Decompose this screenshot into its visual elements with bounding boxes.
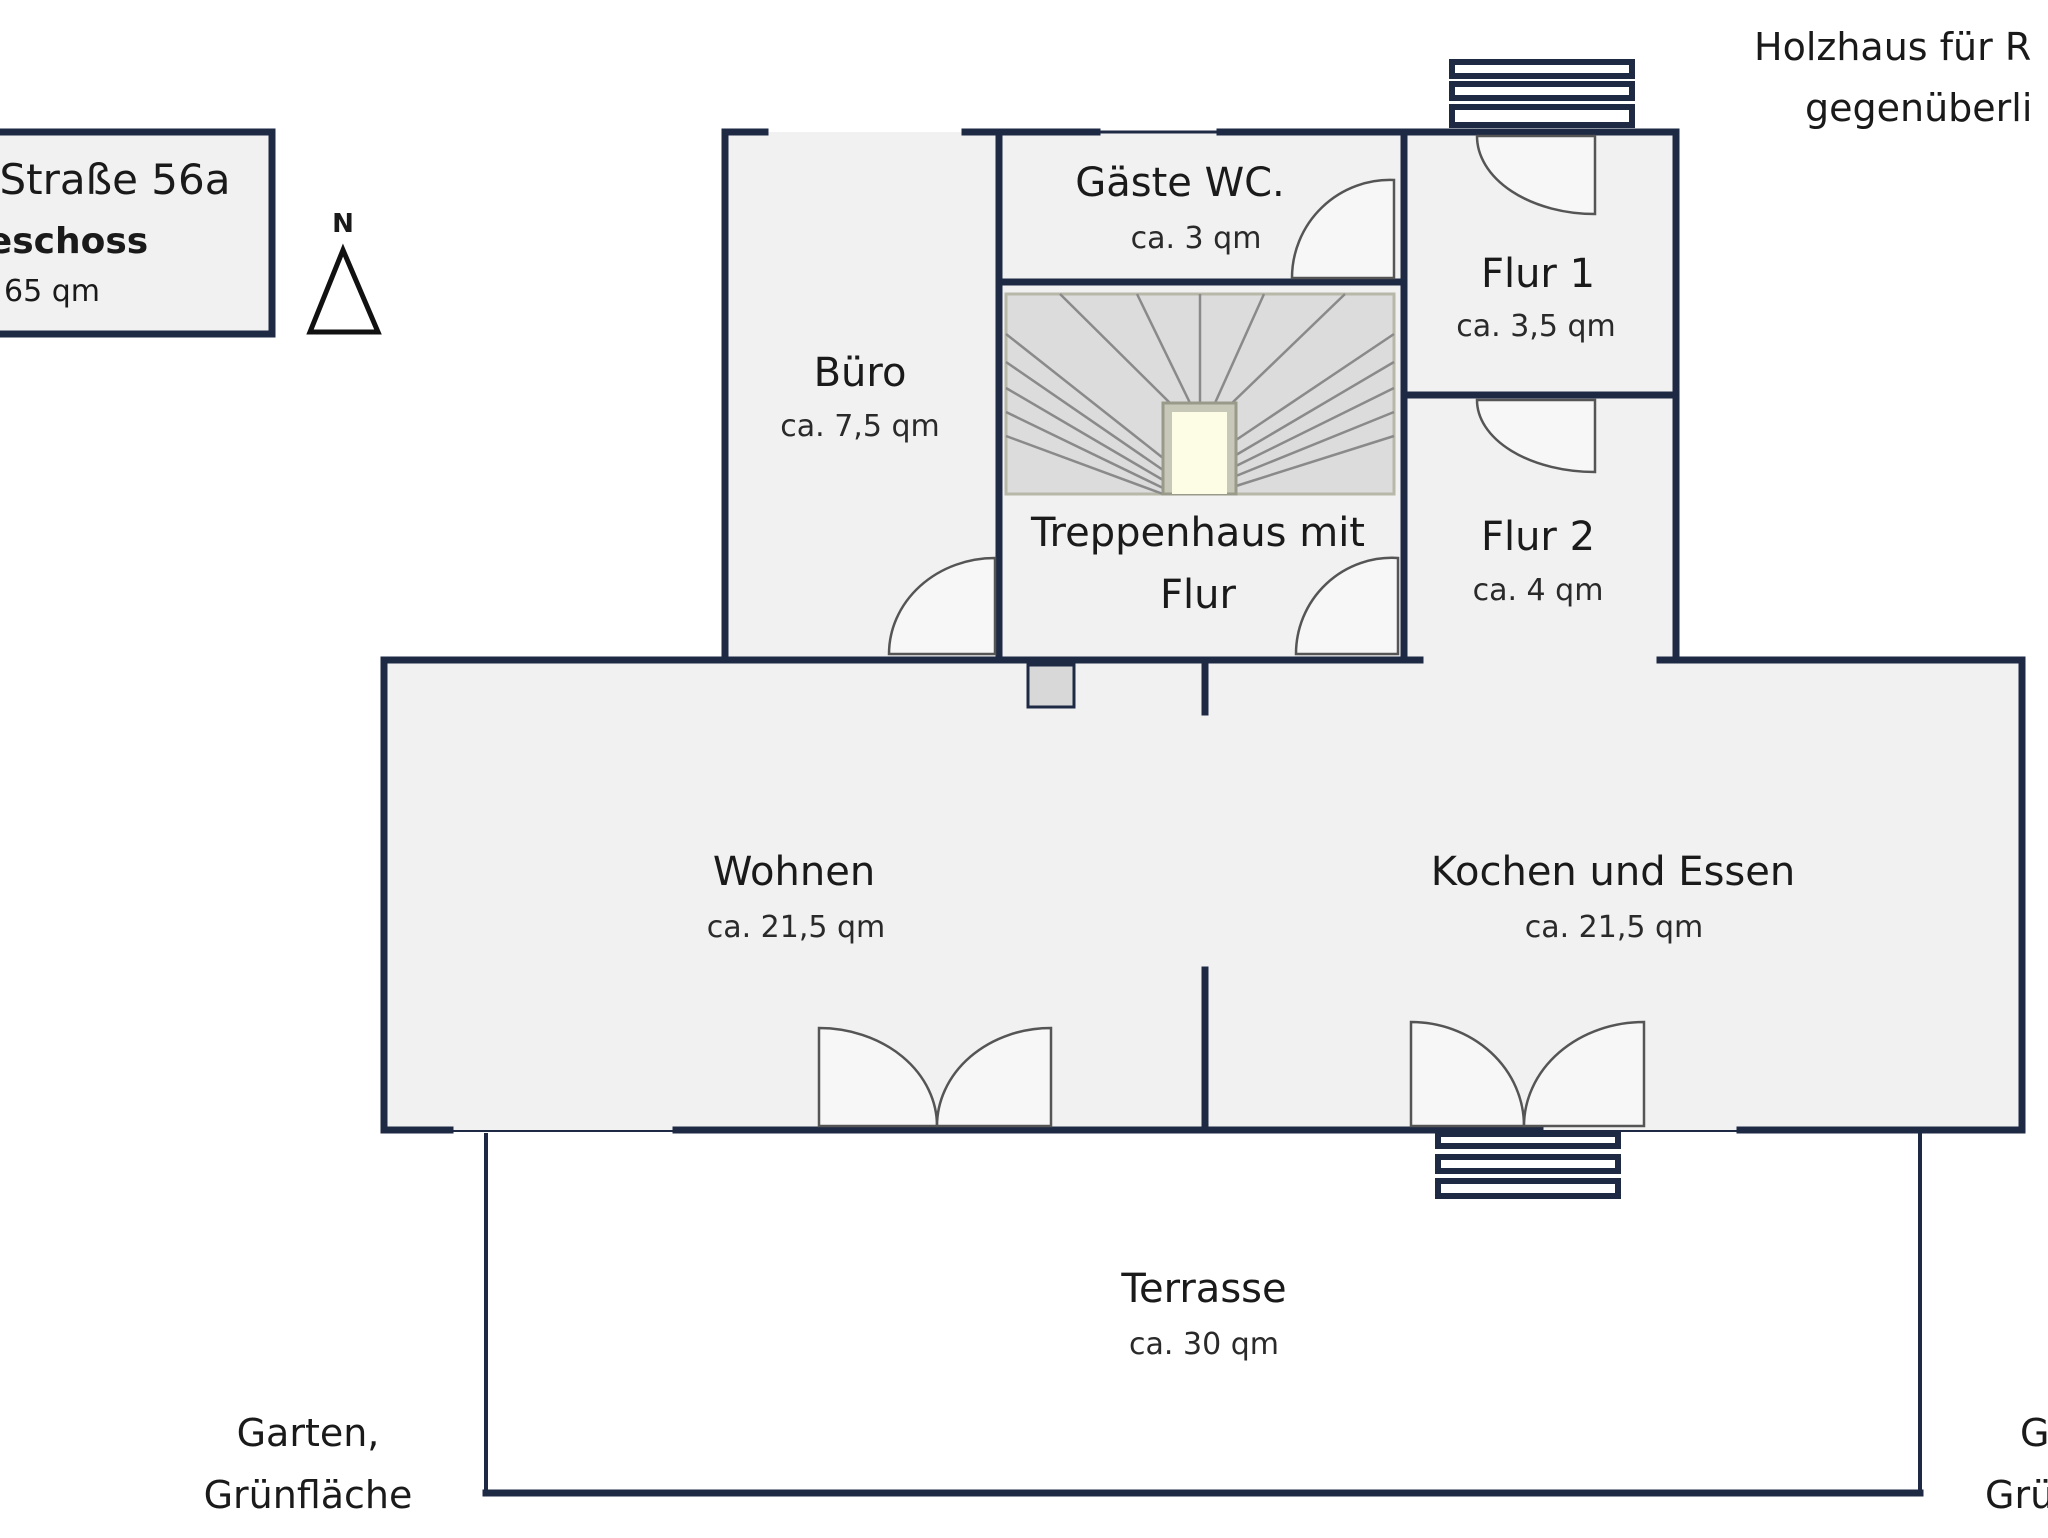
garden-right-line1: G: [2020, 1411, 2048, 1455]
room-name-wohnen: Wohnen: [713, 849, 875, 895]
stair-step-line: [1005, 386, 1164, 482]
floor-text: eschoss: [0, 221, 148, 262]
entry-steps: [1449, 59, 1635, 128]
room-area-wohnen: ca. 21,5 qm: [707, 910, 886, 945]
room-name-flur2: Flur 2: [1481, 514, 1595, 560]
stair-step-line: [1135, 293, 1192, 404]
stair-step-line: [1235, 410, 1395, 478]
room-area-wc: ca. 3 qm: [1131, 221, 1262, 256]
room-name-terrasse: Terrasse: [1120, 1266, 1286, 1312]
info-box: Straße 56a eschoss 65 qm: [0, 128, 276, 338]
door-flur1[interactable]: [1475, 134, 1597, 216]
stair-step-line: [1059, 293, 1171, 404]
note-line1: Holzhaus für R: [1754, 25, 2031, 69]
garden-left-line1: Garten,: [237, 1411, 380, 1455]
stair-step-line: [1005, 360, 1164, 472]
address-text: Straße 56a: [0, 155, 230, 204]
stair-step-line: [1005, 333, 1164, 459]
door-kochen-double[interactable]: [1409, 1020, 1646, 1128]
stair-step-line: [1231, 293, 1346, 404]
total-area-text: 65 qm: [4, 274, 100, 309]
room-name-treppenhaus-1: Treppenhaus mit: [1030, 510, 1365, 556]
door-flur2[interactable]: [1475, 398, 1597, 474]
room-area-flur2: ca. 4 qm: [1473, 573, 1604, 608]
room-name-kochen: Kochen und Essen: [1431, 849, 1795, 895]
garden-right-line2: Grü: [1985, 1473, 2048, 1517]
room-name-buero: Büro: [814, 350, 907, 396]
stair-step-line: [1235, 360, 1395, 457]
stair-step-line: [1005, 434, 1164, 496]
terrasse-fill: [486, 1133, 1920, 1493]
walls: [380, 128, 2026, 1497]
garden-left-line2: Grünfläche: [204, 1473, 413, 1517]
room-name-wc: Gäste WC.: [1075, 160, 1285, 206]
stair-step-line: [1005, 410, 1164, 490]
room-name-flur1: Flur 1: [1481, 251, 1595, 297]
stair-step-line: [1213, 293, 1266, 404]
door-treppenhaus[interactable]: [1294, 556, 1400, 656]
staircase-icon: [1004, 292, 1396, 496]
room-area-buero: ca. 7,5 qm: [780, 409, 939, 444]
note-line2: gegenüberli: [1805, 86, 2032, 130]
door-wc[interactable]: [1290, 178, 1396, 280]
stair-step-line: [1235, 386, 1395, 468]
terrace-steps: [1435, 1131, 1621, 1199]
stair-step-line: [1235, 434, 1395, 488]
door-wohnen-double[interactable]: [817, 1026, 1053, 1128]
chimney: [1026, 663, 1076, 709]
room-name-treppenhaus-2: Flur: [1160, 572, 1236, 618]
north-label: N: [332, 209, 354, 239]
room-area-kochen: ca. 21,5 qm: [1525, 910, 1704, 945]
stair-step-line: [1235, 332, 1395, 442]
room-area-flur1: ca. 3,5 qm: [1456, 309, 1615, 344]
door-buero[interactable]: [887, 556, 997, 656]
room-area-terrasse: ca. 30 qm: [1129, 1327, 1279, 1362]
north-arrow-icon: N: [306, 209, 382, 335]
